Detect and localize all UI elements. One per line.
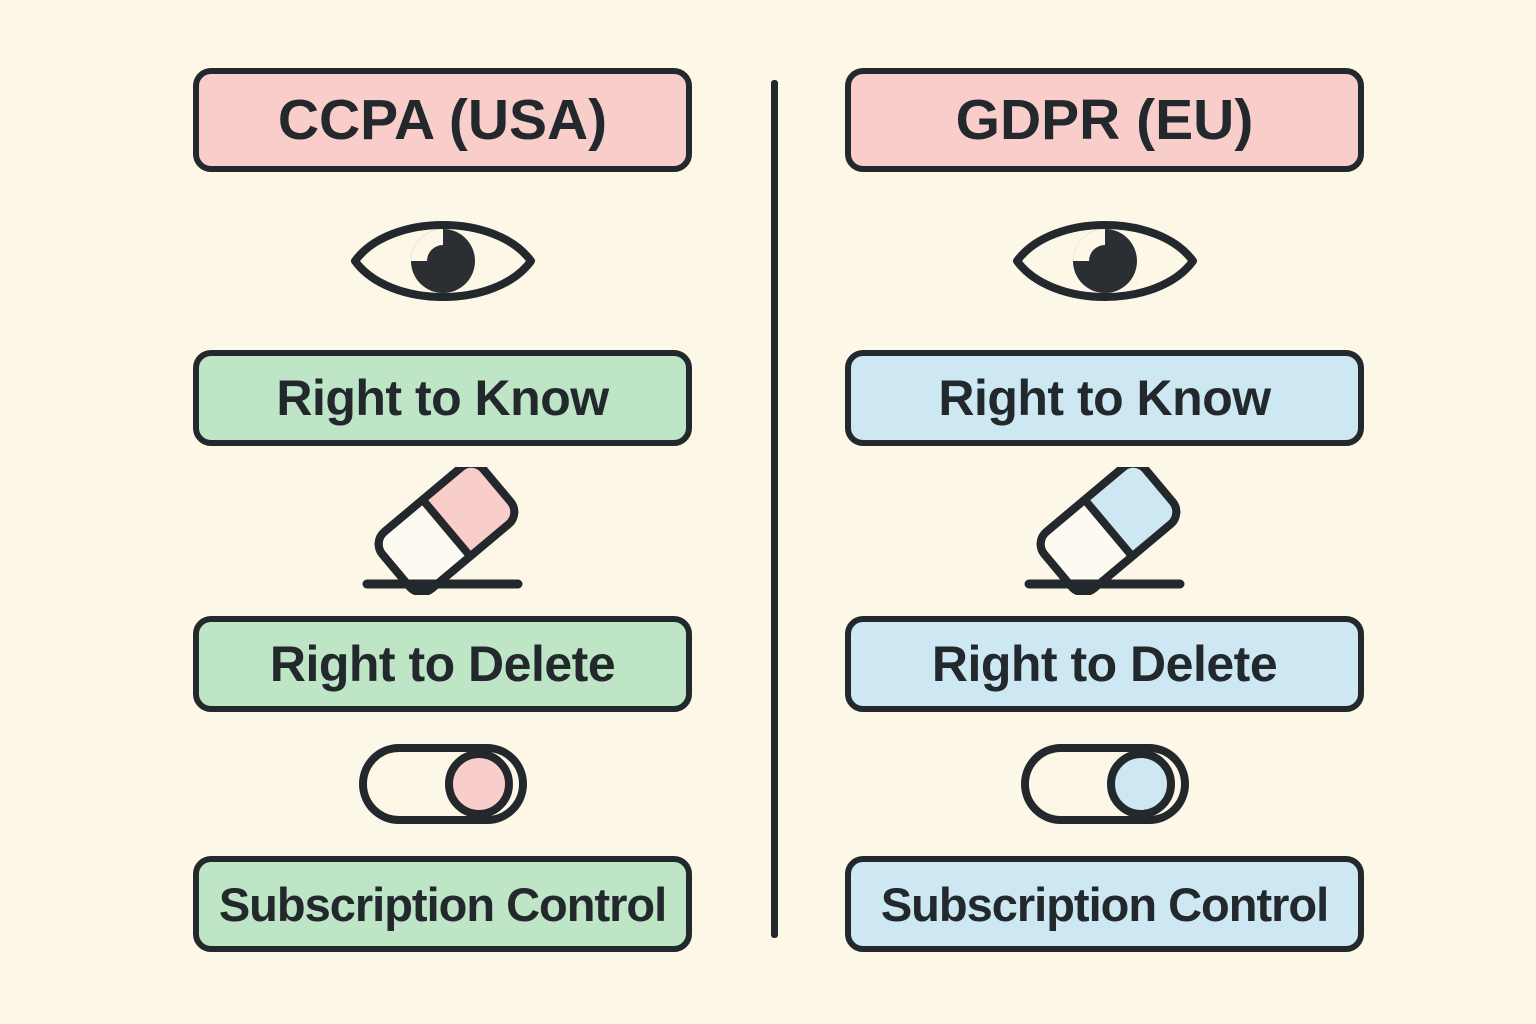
toggle-icon-slot-ccpa: [357, 712, 529, 856]
eraser-icon-slot-gdpr: [1017, 446, 1192, 616]
item-right-to-know-gdpr[interactable]: Right to Know: [845, 350, 1364, 446]
item-right-to-know-ccpa[interactable]: Right to Know: [193, 350, 692, 446]
toggle-switch-icon[interactable]: [357, 738, 529, 830]
column-ccpa: CCPA (USA) Right to Know Right to Delete: [193, 68, 692, 952]
item-right-to-delete-gdpr[interactable]: Right to Delete: [845, 616, 1364, 712]
toggle-switch-icon[interactable]: [1019, 738, 1191, 830]
item-right-to-delete-ccpa[interactable]: Right to Delete: [193, 616, 692, 712]
column-gdpr: GDPR (EU) Right to Know Right to Delete: [845, 68, 1364, 952]
eye-icon-slot-gdpr: [1007, 172, 1203, 350]
eraser-icon: [1024, 467, 1185, 595]
item-subscription-control-gdpr[interactable]: Subscription Control: [845, 856, 1364, 952]
item-subscription-control-ccpa[interactable]: Subscription Control: [193, 856, 692, 952]
eraser-icon-slot-ccpa: [355, 446, 530, 616]
header-gdpr[interactable]: GDPR (EU): [845, 68, 1364, 172]
eye-icon-slot-ccpa: [345, 172, 541, 350]
eye-icon: [1012, 221, 1197, 301]
header-ccpa[interactable]: CCPA (USA): [193, 68, 692, 172]
eraser-icon: [362, 467, 523, 595]
toggle-icon-slot-gdpr: [1019, 712, 1191, 856]
eye-icon: [350, 221, 535, 301]
vertical-divider: [771, 80, 778, 938]
